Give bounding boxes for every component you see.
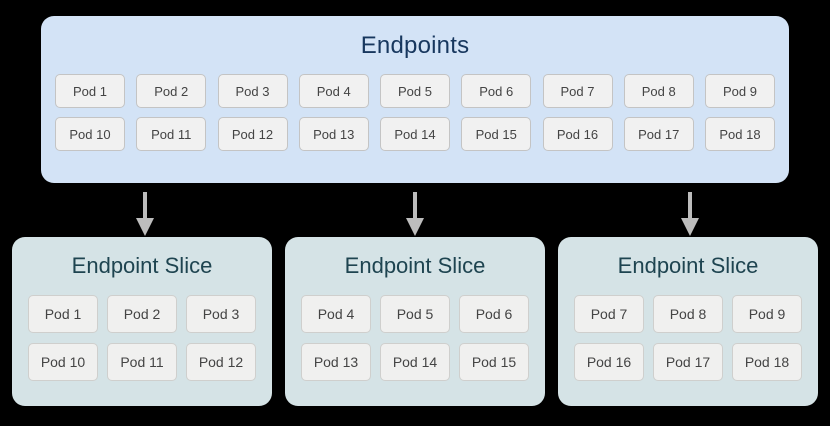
endpoint-slice-pod-grid: Pod 4 Pod 5 Pod 6 Pod 13 Pod 14 Pod 15	[301, 295, 529, 381]
arrow-down-icon	[134, 192, 156, 236]
pod-chip: Pod 4	[301, 295, 371, 333]
pod-chip: Pod 15	[461, 117, 532, 151]
pod-chip: Pod 14	[380, 117, 450, 151]
endpoint-slice-title: Endpoint Slice	[71, 253, 213, 278]
pod-chip: Pod 7	[574, 295, 644, 333]
arrow-shaft	[413, 192, 417, 220]
endpoints-pod-row: Pod 1 Pod 2 Pod 3 Pod 4 Pod 5 Pod 6 Pod …	[55, 74, 775, 108]
endpoint-slice-pod-row: Pod 13 Pod 14 Pod 15	[301, 343, 529, 381]
pod-chip: Pod 12	[217, 117, 288, 151]
pod-chip: Pod 2	[107, 295, 177, 333]
arrow-down-icon	[404, 192, 426, 236]
pod-chip: Pod 6	[461, 74, 532, 108]
pod-chip: Pod 13	[298, 117, 369, 151]
pod-chip: Pod 1	[28, 295, 98, 333]
pod-chip: Pod 4	[298, 74, 369, 108]
pod-chip: Pod 9	[705, 74, 775, 108]
pod-chip: Pod 12	[186, 343, 256, 381]
endpoint-slice-pod-grid: Pod 1 Pod 2 Pod 3 Pod 10 Pod 11 Pod 12	[28, 295, 256, 381]
pod-chip: Pod 5	[380, 74, 450, 108]
pod-chip: Pod 3	[186, 295, 256, 333]
pod-chip: Pod 3	[217, 74, 288, 108]
endpoint-slice-title: Endpoint Slice	[344, 253, 486, 278]
pod-chip: Pod 18	[705, 117, 775, 151]
pod-chip: Pod 14	[380, 343, 450, 381]
arrow-shaft	[688, 192, 692, 220]
arrow-head	[681, 218, 699, 236]
endpoints-panel: Endpoints Pod 1 Pod 2 Pod 3 Pod 4 Pod 5 …	[41, 16, 789, 183]
pod-chip: Pod 1	[55, 74, 125, 108]
endpoint-slice-pod-row: Pod 16 Pod 17 Pod 18	[574, 343, 802, 381]
endpoint-slice-panel: Endpoint Slice Pod 4 Pod 5 Pod 6 Pod 13 …	[285, 237, 545, 406]
endpoint-slice-panel: Endpoint Slice Pod 7 Pod 8 Pod 9 Pod 16 …	[558, 237, 818, 406]
pod-chip: Pod 2	[136, 74, 207, 108]
pod-chip: Pod 17	[653, 343, 723, 381]
pod-chip: Pod 17	[623, 117, 694, 151]
arrow-shaft	[143, 192, 147, 220]
endpoint-slice-pod-row: Pod 4 Pod 5 Pod 6	[301, 295, 529, 333]
pod-chip: Pod 16	[542, 117, 613, 151]
endpoint-slice-pod-row: Pod 7 Pod 8 Pod 9	[574, 295, 802, 333]
pod-chip: Pod 10	[28, 343, 98, 381]
arrow-down-icon	[679, 192, 701, 236]
pod-chip: Pod 11	[107, 343, 177, 381]
pod-chip: Pod 15	[459, 343, 529, 381]
arrow-head	[136, 218, 154, 236]
pod-chip: Pod 7	[542, 74, 613, 108]
pod-chip: Pod 8	[653, 295, 723, 333]
pod-chip: Pod 6	[459, 295, 529, 333]
pod-chip: Pod 16	[574, 343, 644, 381]
pod-chip: Pod 5	[380, 295, 450, 333]
endpoint-slice-pod-row: Pod 1 Pod 2 Pod 3	[28, 295, 256, 333]
endpoint-slice-pod-grid: Pod 7 Pod 8 Pod 9 Pod 16 Pod 17 Pod 18	[574, 295, 802, 381]
endpoint-slice-panel: Endpoint Slice Pod 1 Pod 2 Pod 3 Pod 10 …	[12, 237, 272, 406]
endpoints-pod-grid: Pod 1 Pod 2 Pod 3 Pod 4 Pod 5 Pod 6 Pod …	[55, 74, 775, 151]
arrow-head	[406, 218, 424, 236]
endpoints-pod-row: Pod 10 Pod 11 Pod 12 Pod 13 Pod 14 Pod 1…	[55, 117, 775, 151]
pod-chip: Pod 13	[301, 343, 371, 381]
endpoints-title: Endpoints	[360, 32, 470, 59]
pod-chip: Pod 18	[732, 343, 802, 381]
pod-chip: Pod 10	[55, 117, 125, 151]
pod-chip: Pod 8	[623, 74, 694, 108]
pod-chip: Pod 11	[136, 117, 207, 151]
endpoint-slice-title: Endpoint Slice	[617, 253, 759, 278]
endpoint-slice-pod-row: Pod 10 Pod 11 Pod 12	[28, 343, 256, 381]
pod-chip: Pod 9	[732, 295, 802, 333]
